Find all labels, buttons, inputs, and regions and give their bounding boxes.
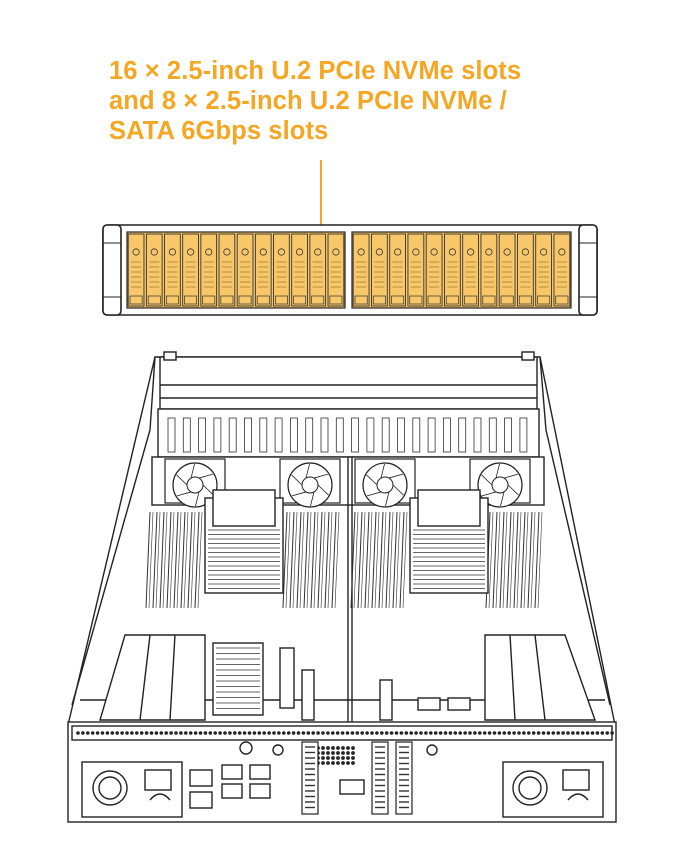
drive-slot-icon — [182, 233, 199, 307]
drive-slot-icon — [309, 233, 327, 307]
drive-slot-icon — [127, 233, 145, 307]
drive-slot-icon — [200, 233, 218, 307]
psu-icon — [502, 761, 604, 818]
lan-port — [221, 764, 243, 780]
heatsink-icon — [409, 489, 489, 594]
drive-slot-icon — [371, 233, 388, 307]
drive-slot-icon — [480, 233, 498, 307]
drive-slot-icon — [145, 233, 163, 307]
drive-slot-icon — [425, 233, 443, 307]
psu-icon — [81, 761, 183, 818]
drive-slot-icon — [462, 233, 480, 307]
backplane — [157, 408, 540, 458]
lan-port — [249, 783, 271, 799]
right-rack-ear — [578, 224, 598, 316]
drive-slot-icon — [218, 233, 236, 307]
drive-slot-icon — [553, 233, 571, 307]
drive-slot-icon — [254, 233, 272, 307]
drive-slot-icon — [498, 233, 516, 307]
usb-port — [189, 769, 213, 787]
rear-panel — [67, 721, 617, 823]
drive-slot-icon — [291, 233, 308, 307]
lan-port — [221, 783, 243, 799]
drive-slot-icon — [444, 233, 461, 307]
power-button — [239, 741, 253, 755]
left-rack-ear — [102, 224, 122, 316]
front-panel — [102, 224, 598, 316]
drive-slot-icon — [273, 233, 290, 307]
drive-slot-icon — [352, 233, 370, 307]
callout-label: 16 × 2.5-inch U.2 PCIe NVMe slots and 8 … — [109, 56, 629, 146]
drive-bay-left-group — [126, 231, 346, 309]
callout-line-1: 16 × 2.5-inch U.2 PCIe NVMe slots — [109, 57, 522, 85]
heatsink-icon — [204, 489, 284, 594]
drive-slot-icon — [407, 233, 425, 307]
drive-slot-icon — [236, 233, 254, 307]
drive-slot-icon — [535, 233, 553, 307]
drive-slot-icon — [389, 233, 407, 307]
lan-port — [189, 791, 213, 809]
drive-slot-icon — [164, 233, 181, 307]
drive-slot-icon — [517, 233, 534, 307]
drive-slot-icon — [327, 233, 345, 307]
lan-port — [249, 764, 271, 780]
fan-icon — [354, 458, 416, 508]
fan-icon — [279, 458, 341, 508]
drive-bay-right-group — [351, 231, 572, 309]
callout-line-2: and 8 × 2.5-inch U.2 PCIe NVMe / — [109, 87, 507, 115]
callout-line-3: SATA 6Gbps slots — [109, 117, 329, 145]
chassis — [67, 351, 616, 726]
